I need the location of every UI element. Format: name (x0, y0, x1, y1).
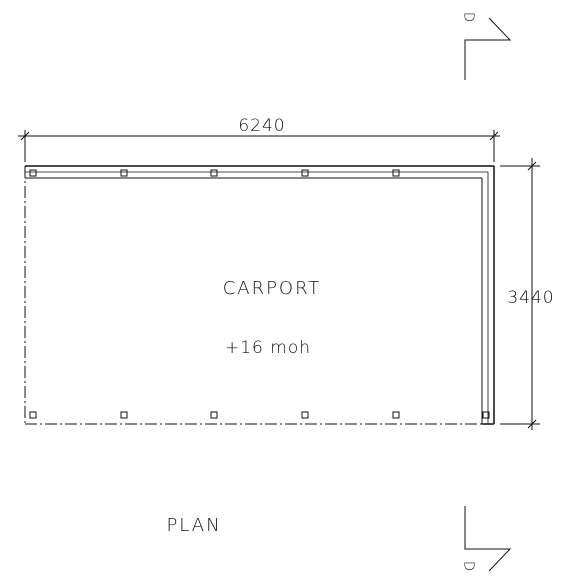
column (482, 411, 490, 419)
width-dimension-label: 6240 (238, 116, 285, 136)
section-marker-top-arrow (464, 17, 512, 80)
column (120, 169, 128, 177)
column (301, 169, 309, 177)
column (210, 411, 218, 419)
section-marker-top: D (461, 12, 512, 80)
section-marker-top-letter: D (461, 12, 476, 22)
columns (29, 169, 490, 419)
depth-dimension: 3440 (500, 158, 554, 430)
section-marker-bottom-letter: D (461, 561, 476, 571)
room-label: CARPORT (223, 278, 322, 299)
section-marker-bottom-arrow (464, 506, 512, 572)
column (29, 411, 37, 419)
column (392, 169, 400, 177)
column (392, 411, 400, 419)
depth-dimension-label: 3440 (507, 288, 554, 308)
width-dimension: 6240 (18, 116, 500, 162)
column (120, 411, 128, 419)
level-label: +16 moh (225, 338, 311, 358)
carport-outline (24, 165, 495, 425)
section-marker-bottom: D (461, 506, 512, 572)
plan-title: PLAN (166, 515, 221, 536)
column (301, 411, 309, 419)
column (210, 169, 218, 177)
column (29, 169, 37, 177)
